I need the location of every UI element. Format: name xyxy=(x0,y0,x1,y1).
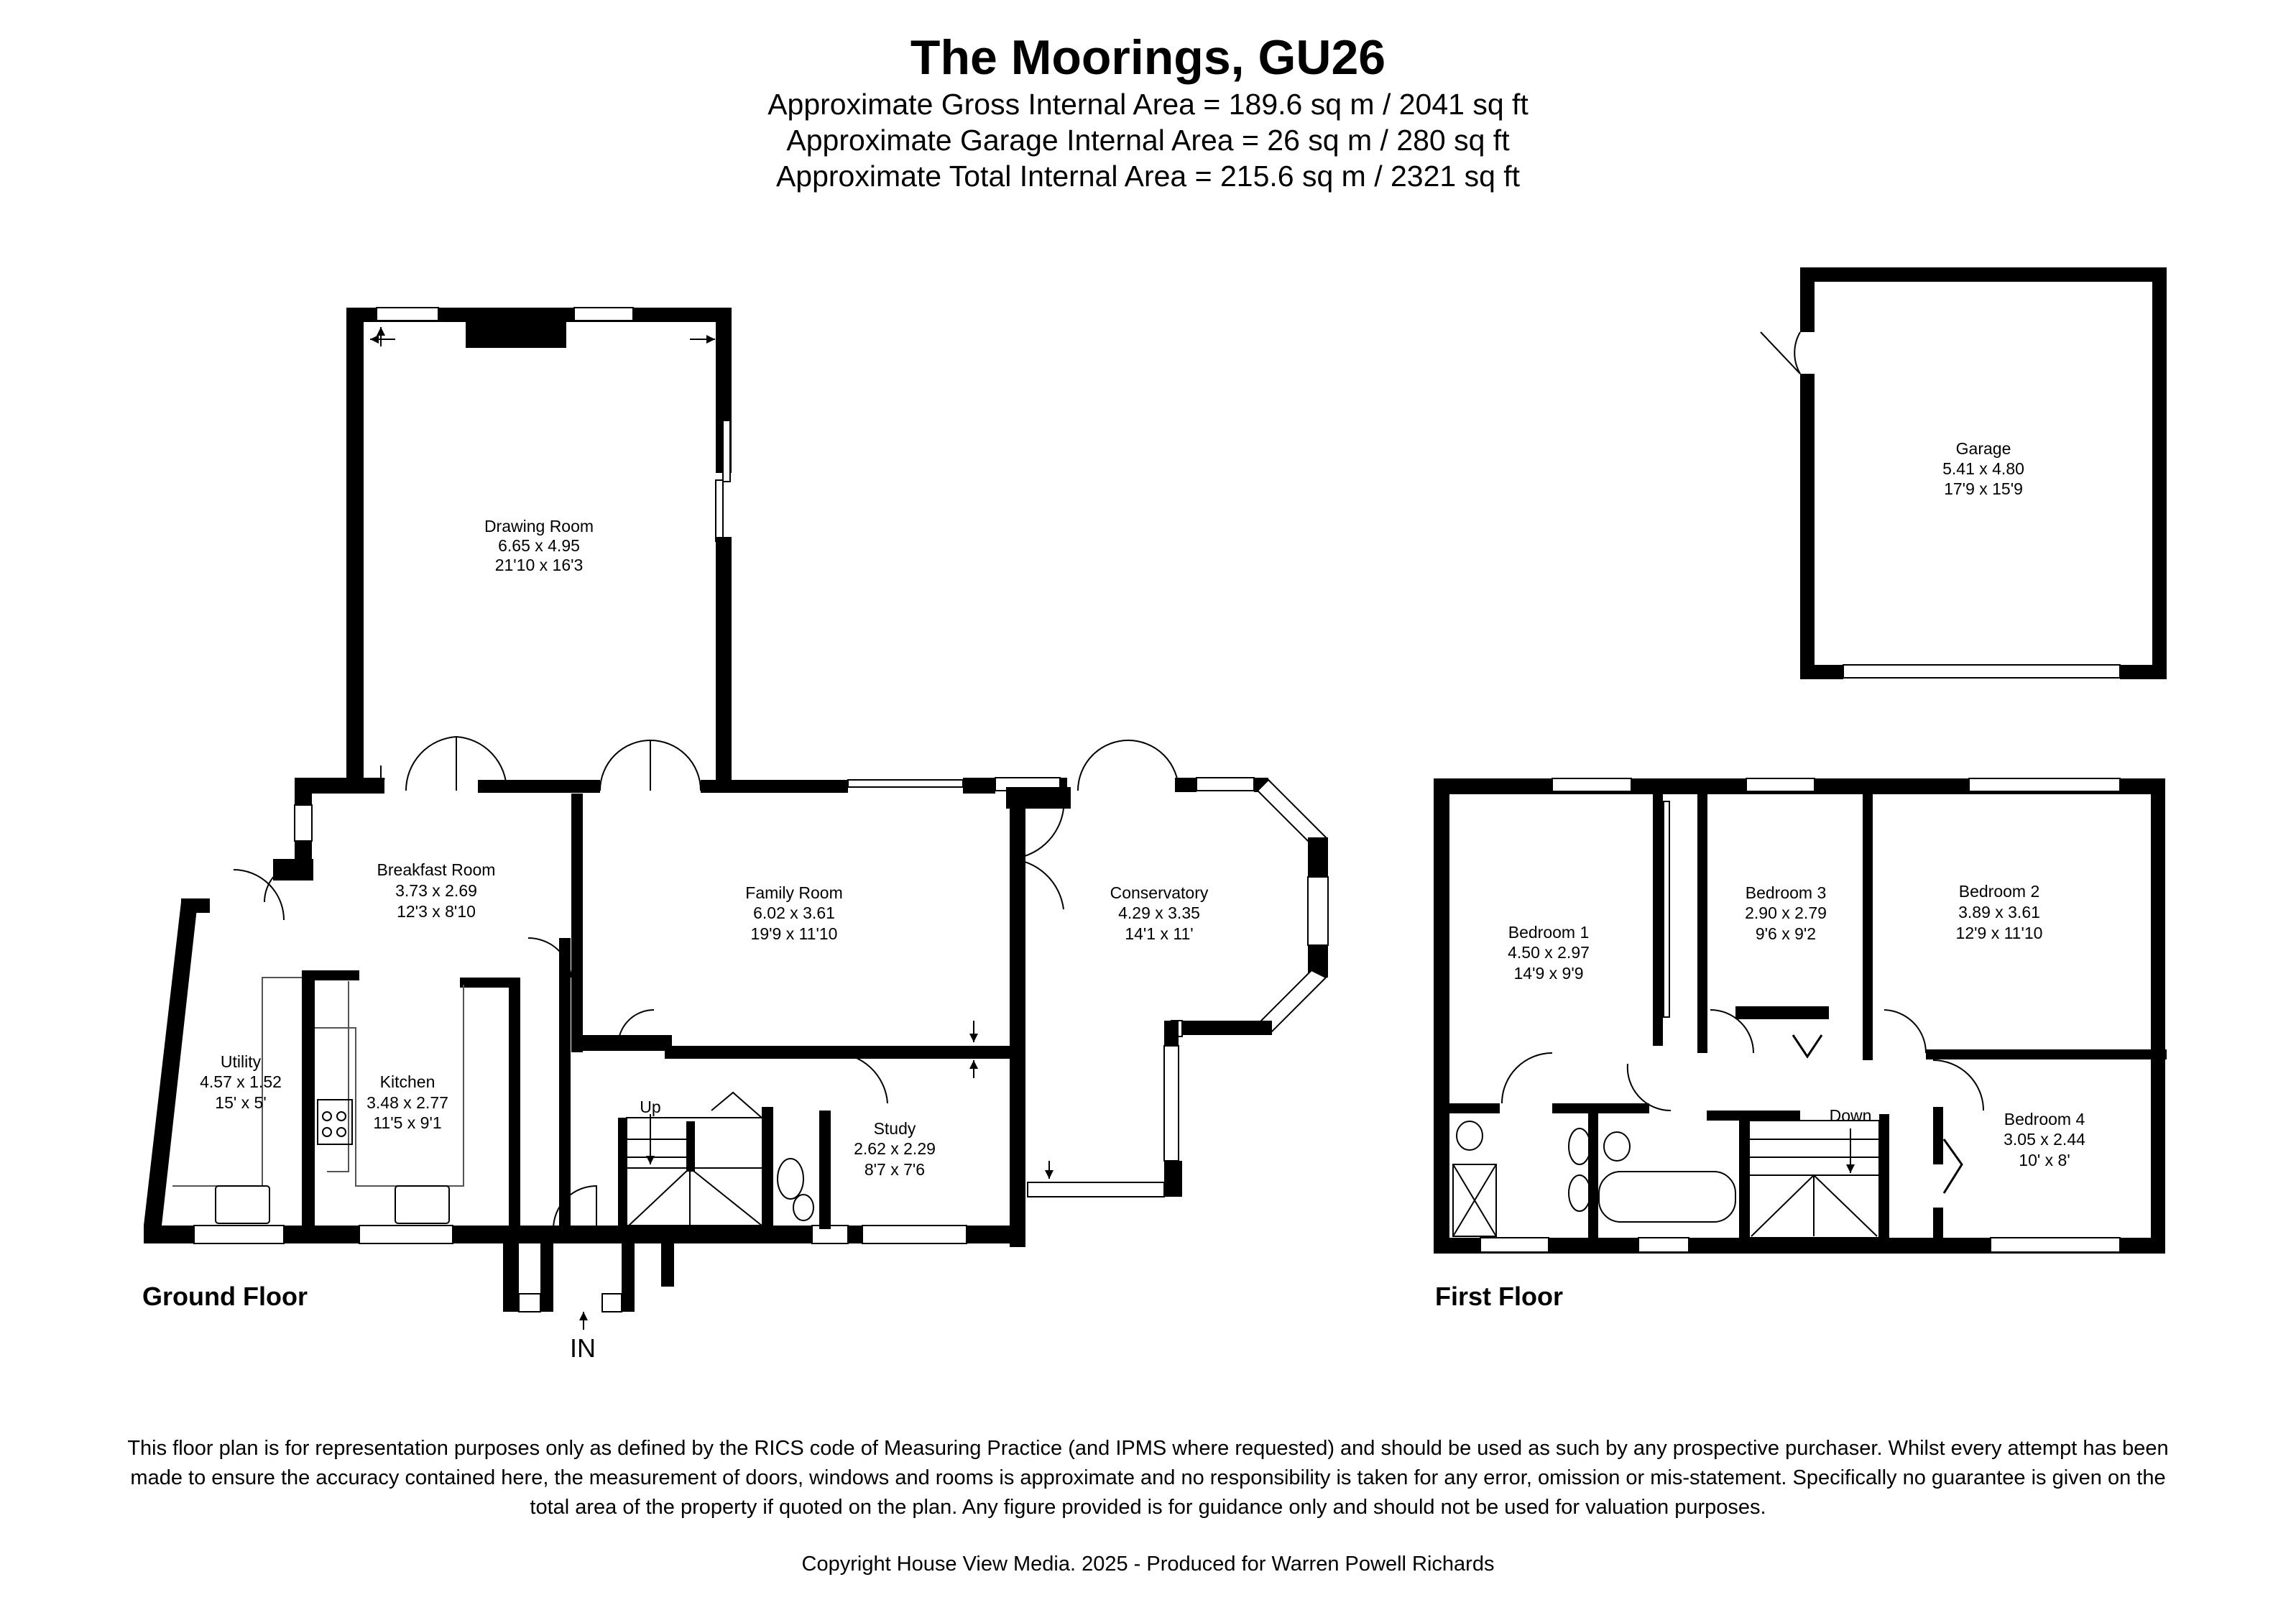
drawing-room-walls xyxy=(346,307,732,789)
ground-floor-label: Ground Floor xyxy=(142,1282,308,1311)
svg-text:Conservatory: Conservatory xyxy=(1110,883,1209,902)
first-floor-label: First Floor xyxy=(1435,1282,1563,1311)
room-conservatory: Conservatory 4.29 x 3.35 14'1 x 11' xyxy=(1110,883,1209,943)
svg-text:11'5 x 9'1: 11'5 x 9'1 xyxy=(373,1113,441,1132)
svg-text:14'1 x 11': 14'1 x 11' xyxy=(1125,924,1193,943)
disclaimer-text: This floor plan is for representation pu… xyxy=(127,1437,2169,1519)
room-bedroom-2: Bedroom 2 3.89 x 3.61 12'9 x 11'10 xyxy=(1956,882,2043,942)
stairs-up-label: Up xyxy=(640,1098,660,1116)
svg-text:Bedroom 2: Bedroom 2 xyxy=(1959,882,2040,901)
svg-text:3.73 x 2.69: 3.73 x 2.69 xyxy=(395,881,477,900)
copyright-text: Copyright House View Media. 2025 - Produ… xyxy=(801,1553,1495,1576)
svg-text:4.29 x 3.35: 4.29 x 3.35 xyxy=(1118,904,1200,922)
svg-text:21'10 x 16'3: 21'10 x 16'3 xyxy=(495,556,584,574)
garage-area-text: Approximate Garage Internal Area = 26 sq… xyxy=(786,124,1510,157)
svg-text:Bedroom 3: Bedroom 3 xyxy=(1746,883,1827,902)
svg-text:4.57 x 1.52: 4.57 x 1.52 xyxy=(200,1072,282,1091)
svg-text:2.62 x 2.29: 2.62 x 2.29 xyxy=(854,1139,936,1158)
entrance-label: IN xyxy=(570,1333,596,1363)
room-kitchen: Kitchen 3.48 x 2.77 11'5 x 9'1 xyxy=(366,1072,448,1132)
stairs-down-label: Down xyxy=(1830,1106,1872,1125)
room-breakfast-room: Breakfast Room 3.73 x 2.69 12'3 x 8'10 xyxy=(377,860,496,921)
garage-plan: Garage 5.41 x 4.80 17'9 x 15'9 xyxy=(1760,267,2167,679)
property-title: The Moorings, GU26 xyxy=(910,30,1386,85)
plan-header: The Moorings, GU26 Approximate Gross Int… xyxy=(0,29,2296,194)
svg-text:Family Room: Family Room xyxy=(745,883,842,902)
room-bedroom-3: Bedroom 3 2.90 x 2.79 9'6 x 9'2 xyxy=(1745,883,1827,943)
svg-text:3.48 x 2.77: 3.48 x 2.77 xyxy=(366,1093,448,1112)
room-family-room: Family Room 6.02 x 3.61 19'9 x 11'10 xyxy=(745,883,842,943)
svg-text:6.65 x 4.95: 6.65 x 4.95 xyxy=(498,536,580,555)
svg-text:15' x 5': 15' x 5' xyxy=(215,1093,266,1112)
svg-text:8'7 x 7'6: 8'7 x 7'6 xyxy=(865,1160,925,1179)
room-bedroom-1: Bedroom 1 4.50 x 2.97 14'9 x 9'9 xyxy=(1508,923,1590,983)
svg-text:Bedroom 1: Bedroom 1 xyxy=(1508,923,1590,942)
svg-text:Kitchen: Kitchen xyxy=(380,1072,435,1091)
total-area-text: Approximate Total Internal Area = 215.6 … xyxy=(775,160,1521,193)
svg-text:12'3 x 8'10: 12'3 x 8'10 xyxy=(397,902,476,921)
svg-text:Drawing Room: Drawing Room xyxy=(484,517,594,535)
svg-text:19'9 x 11'10: 19'9 x 11'10 xyxy=(751,924,838,943)
room-utility: Utility 4.57 x 1.52 15' x 5' xyxy=(200,1052,282,1112)
svg-text:6.02 x 3.61: 6.02 x 3.61 xyxy=(753,904,835,922)
svg-text:Utility: Utility xyxy=(221,1052,262,1071)
svg-text:10' x 8': 10' x 8' xyxy=(2019,1151,2070,1169)
gross-area-text: Approximate Gross Internal Area = 189.6 … xyxy=(767,88,1529,121)
svg-text:14'9 x 9'9: 14'9 x 9'9 xyxy=(1513,964,1583,983)
garage-metric: 5.41 x 4.80 xyxy=(1942,459,2024,478)
svg-text:3.89 x 3.61: 3.89 x 3.61 xyxy=(1958,903,2040,921)
svg-text:Breakfast Room: Breakfast Room xyxy=(377,860,496,879)
svg-text:12'9 x 11'10: 12'9 x 11'10 xyxy=(1956,924,2043,942)
ground-floor-plan: Up xyxy=(144,307,1329,1330)
room-study: Study 2.62 x 2.29 8'7 x 7'6 xyxy=(854,1119,936,1179)
garage-name: Garage xyxy=(1956,439,2011,458)
svg-text:2.90 x 2.79: 2.90 x 2.79 xyxy=(1745,904,1827,922)
svg-text:9'6 x 9'2: 9'6 x 9'2 xyxy=(1756,924,1816,943)
room-drawing-room: Drawing Room 6.65 x 4.95 21'10 x 16'3 xyxy=(484,517,594,574)
first-floor-plan: Down Bedroom 1 4.50 x 2.97 14'9 x 9'9 Be… xyxy=(1434,778,2167,1254)
room-bedroom-4: Bedroom 4 3.05 x 2.44 10' x 8' xyxy=(2004,1110,2085,1169)
svg-text:3.05 x 2.44: 3.05 x 2.44 xyxy=(2004,1130,2085,1149)
garage-imperial: 17'9 x 15'9 xyxy=(1944,479,2023,498)
svg-text:Study: Study xyxy=(874,1119,916,1138)
svg-text:4.50 x 2.97: 4.50 x 2.97 xyxy=(1508,943,1590,962)
svg-text:Bedroom 4: Bedroom 4 xyxy=(2004,1110,2085,1128)
